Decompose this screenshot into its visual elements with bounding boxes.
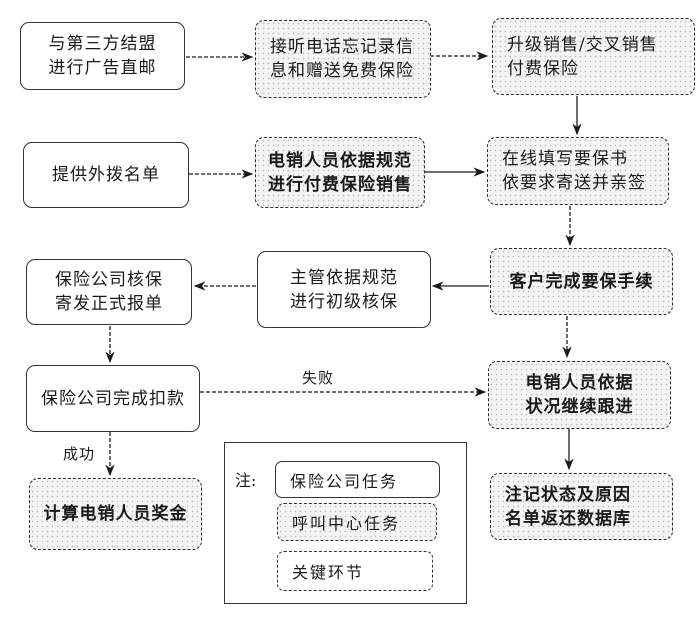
node-record-status: 注记状态及原因 名单返还数据库	[490, 473, 673, 540]
node-text: 进行初级核保	[290, 291, 398, 312]
node-text: 提供外拨名单	[52, 165, 160, 185]
node-text: 依要求寄送并亲签	[502, 173, 646, 193]
node-outbound-list: 提供外拨名单	[23, 142, 189, 208]
node-followup: 电销人员依据 状况继续跟进	[488, 361, 671, 429]
legend-note-label: 注:	[235, 471, 257, 490]
legend-item-key-step: 关键环节	[277, 551, 433, 591]
node-text: 进行广告直邮	[48, 58, 157, 78]
node-text: 保险公司完成扣款	[41, 388, 185, 409]
node-text: 接听电话忘记录信	[270, 37, 414, 57]
node-text: 计算电销人员奖金	[43, 504, 188, 524]
node-customer-complete: 客户完成要保手续	[490, 248, 673, 315]
node-text: 状况继续跟进	[525, 397, 634, 417]
node-text: 主管依据规范	[290, 267, 398, 288]
legend: 注: 保险公司任务 呼叫中心任务 关键环节	[224, 442, 467, 604]
legend-item-insurer-task: 保险公司任务	[275, 461, 440, 498]
legend-item-label: 呼叫中心任务	[292, 514, 401, 533]
legend-item-label: 保险公司任务	[290, 471, 399, 491]
node-text: 在线填写要保书	[502, 149, 628, 169]
node-text: 电销人员依据规范	[268, 150, 412, 171]
node-upsell: 升级销售/交叉销售 付费保险	[492, 18, 695, 95]
legend-item-callcenter-task: 呼叫中心任务	[277, 503, 437, 541]
node-telesales: 电销人员依据规范 进行付费保险销售	[255, 137, 425, 208]
node-supervisor-review: 主管依据规范 进行初级核保	[257, 251, 431, 328]
node-text: 寄发正式报单	[55, 294, 163, 314]
node-text: 注记状态及原因	[505, 484, 631, 505]
node-text: 与第三方结盟	[48, 34, 157, 54]
edge-label-success: 成功	[63, 445, 96, 463]
node-alliance-mail: 与第三方结盟 进行广告直邮	[20, 22, 185, 90]
node-text: 进行付费保险销售	[268, 174, 412, 195]
node-text: 电销人员依据	[525, 373, 634, 393]
node-text: 名单返还数据库	[505, 508, 631, 529]
node-text: 客户完成要保手续	[509, 271, 654, 292]
node-online-form: 在线填写要保书 依要求寄送并亲签	[487, 137, 669, 205]
node-insurer-deduct: 保险公司完成扣款	[26, 365, 200, 432]
edge-label-fail: 失败	[302, 369, 335, 387]
node-insurer-underwrite: 保险公司核保 寄发正式报单	[26, 259, 192, 325]
legend-item-label: 关键环节	[292, 563, 365, 582]
node-text: 保险公司核保	[55, 270, 163, 290]
node-bonus: 计算电销人员奖金	[29, 478, 202, 550]
node-text: 付费保险	[507, 58, 579, 79]
node-text: 升级销售/交叉销售	[507, 34, 658, 55]
node-text: 息和赠送免费保险	[270, 61, 414, 81]
node-answer-call: 接听电话忘记录信 息和赠送免费保险	[255, 20, 431, 98]
